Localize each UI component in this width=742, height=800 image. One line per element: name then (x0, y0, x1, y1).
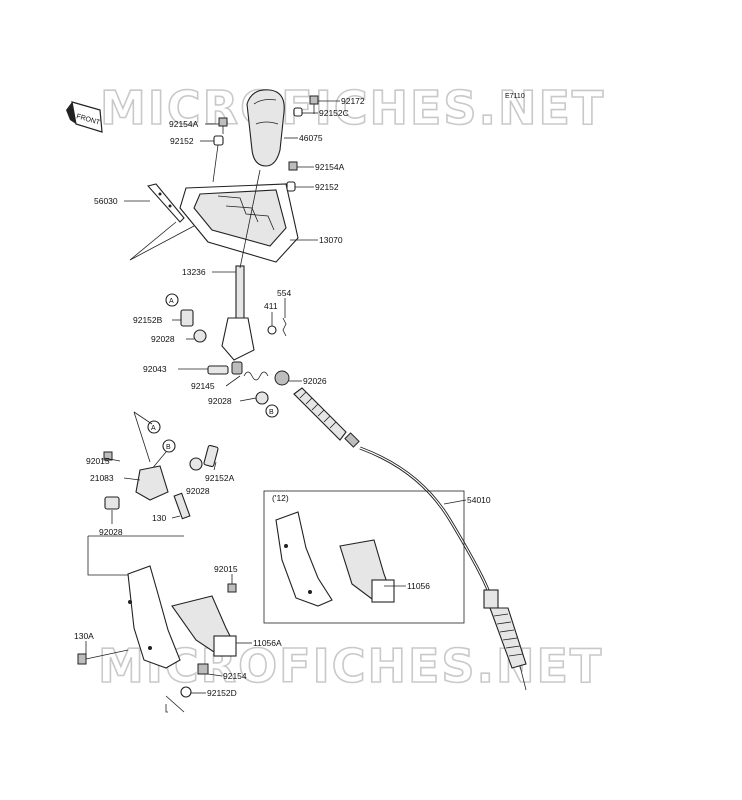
label-92152B: 92152B (133, 315, 163, 325)
label-92172: 92172 (341, 96, 365, 106)
label-92145: 92145 (191, 381, 215, 391)
label-92154A-right: 92154A (315, 162, 345, 172)
bolt-92154 (197, 663, 209, 675)
callout-a-bottom: A (147, 420, 161, 434)
washer-411 (267, 325, 277, 335)
bolt-92154A-right (288, 161, 298, 171)
label-92152D: 92152D (207, 688, 237, 698)
model-year-box (263, 490, 465, 624)
callout-b-top-label: B (269, 409, 274, 416)
spring-92145 (243, 371, 269, 381)
leader-lines (85, 100, 467, 694)
label-554: 554 (277, 288, 291, 298)
label-92028-a: 92028 (151, 334, 175, 344)
shift-lever-rod (221, 169, 261, 361)
callout-a-top: A (165, 293, 179, 307)
label-54010: 54010 (467, 495, 491, 505)
front-arrow-icon: FRONT (66, 101, 103, 133)
label-92028-d: 92028 (99, 527, 123, 537)
label-130A: 130A (74, 631, 94, 641)
label-13070: 13070 (319, 235, 343, 245)
bushing-92028-a (193, 329, 207, 343)
bracket-11056 (275, 511, 395, 607)
pin-92152B (180, 309, 194, 327)
label-92028-b: 92028 (208, 396, 232, 406)
label-92152-top: 92152 (170, 136, 194, 146)
callout-b-top: B (265, 404, 279, 418)
pivot-bracket-21083 (103, 444, 219, 520)
collar-92152D (180, 686, 192, 698)
shifter-gate-housing (179, 183, 299, 263)
label-11056: 11056 (407, 581, 430, 591)
diagram-code: E7110 (505, 93, 525, 100)
label-92043: 92043 (143, 364, 167, 374)
bushing-92028-b (255, 391, 269, 405)
label-92152A: 92152A (205, 473, 235, 483)
bolt-92172 (309, 95, 319, 114)
collar-92152C (293, 107, 303, 117)
label-92154: 92154 (223, 671, 247, 681)
ball-joint-92026 (274, 370, 290, 386)
label-46075: 46075 (299, 133, 323, 143)
bracket-11056A (127, 565, 237, 669)
label-13236: 13236 (182, 267, 206, 277)
bracket-56030 (129, 183, 195, 261)
collar-92152-right (286, 181, 296, 192)
callout-b-bottom: B (162, 439, 176, 453)
label-411: 411 (264, 301, 278, 311)
label-92154A-top: 92154A (169, 119, 199, 129)
label-92015-bottom: 92015 (214, 564, 238, 574)
watermark-top: MICROFICHES.NET (100, 81, 605, 135)
label-21083: 21083 (90, 473, 114, 483)
shift-knob (246, 89, 285, 167)
collar-92152-top (212, 135, 224, 183)
cotter-554 (282, 317, 287, 337)
label-92026: 92026 (303, 376, 327, 386)
label-92028-c: 92028 (186, 486, 210, 496)
model-year-note: ('12) (272, 493, 289, 503)
bushing-92145 (231, 361, 243, 375)
bolt-130A (77, 649, 129, 665)
pin-92043 (207, 365, 229, 375)
label-11056A: 11056A (253, 638, 282, 648)
label-130: 130 (152, 513, 166, 523)
label-92015-left: 92015 (86, 456, 110, 466)
callout-a-top-label: A (169, 298, 174, 305)
assembly-frame-bottom (165, 704, 168, 713)
label-92152-right: 92152 (315, 182, 339, 192)
label-92152C: 92152C (319, 108, 349, 118)
label-56030: 56030 (94, 196, 118, 206)
callout-b-bottom-label: B (166, 444, 171, 451)
shift-cable-54010 (293, 387, 527, 691)
callout-a-bottom-label: A (151, 425, 156, 432)
assembly-frame-left (87, 536, 130, 576)
bolt-92154A-top (218, 117, 228, 134)
